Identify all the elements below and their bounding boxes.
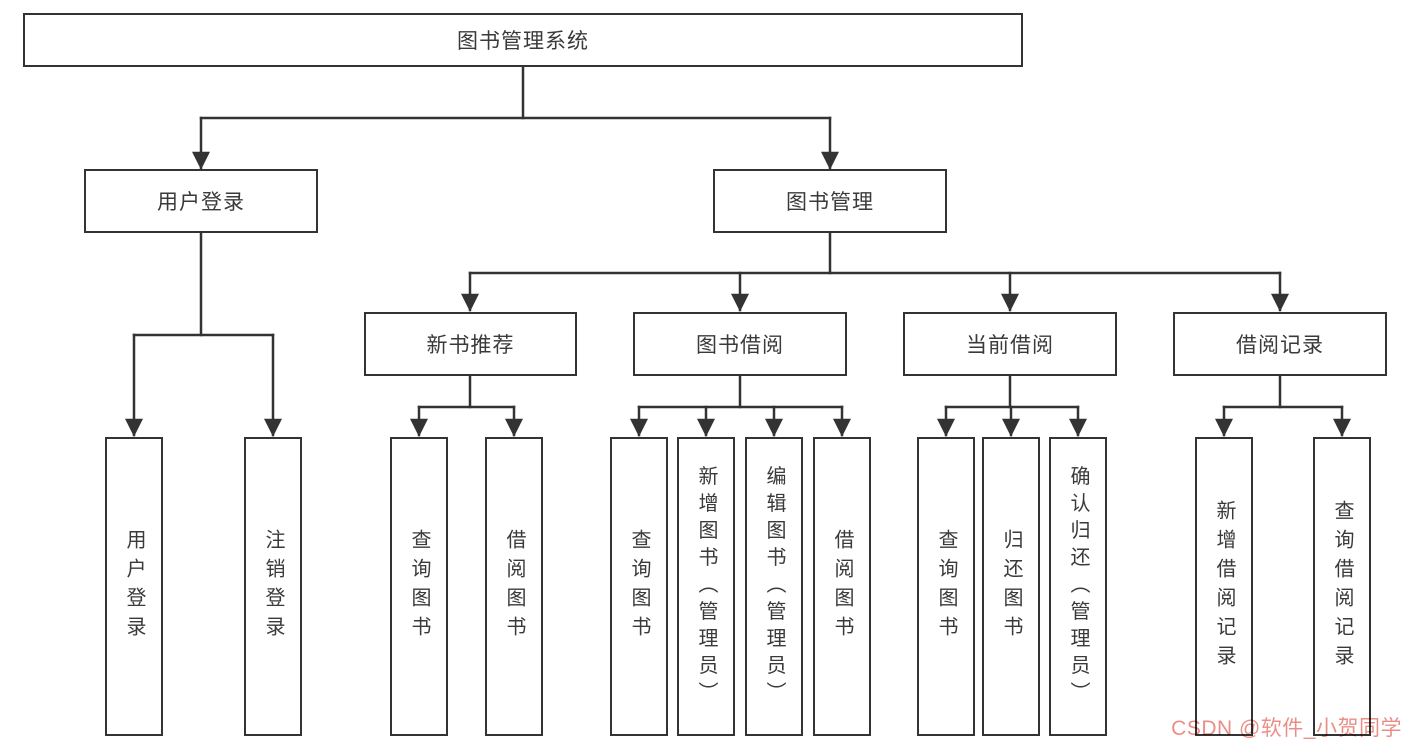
leaf-query-books-borrow-label: 查询图书 <box>628 528 650 645</box>
node-new-book-recommend: 新书推荐 <box>364 312 577 376</box>
leaf-query-books-recommend: 查询图书 <box>390 437 448 736</box>
leaf-query-books-borrow: 查询图书 <box>610 437 668 736</box>
leaf-borrow-books-recommend-label: 借阅图书 <box>503 528 525 645</box>
leaf-logout-label: 注销登录 <box>262 528 284 645</box>
leaf-confirm-return-admin: 确认归还（管理员） <box>1049 437 1107 736</box>
leaf-logout: 注销登录 <box>244 437 302 736</box>
node-root-system: 图书管理系统 <box>23 13 1023 67</box>
leaf-query-books-current: 查询图书 <box>917 437 975 736</box>
leaf-query-borrow-record: 查询借阅记录 <box>1313 437 1371 736</box>
leaf-user-login: 用户登录 <box>105 437 163 736</box>
leaf-add-books-admin: 新增图书（管理员） <box>677 437 735 736</box>
leaf-add-books-admin-label: 新增图书（管理员） <box>695 465 717 708</box>
leaf-user-login-label: 用户登录 <box>123 528 145 645</box>
leaf-add-borrow-record-label: 新增借阅记录 <box>1213 499 1235 674</box>
leaf-confirm-return-admin-label: 确认归还（管理员） <box>1067 465 1089 708</box>
leaf-edit-books-admin: 编辑图书（管理员） <box>745 437 803 736</box>
node-borrow-records: 借阅记录 <box>1173 312 1387 376</box>
leaf-return-books-label: 归还图书 <box>1000 528 1022 645</box>
leaf-add-borrow-record: 新增借阅记录 <box>1195 437 1253 736</box>
leaf-borrow-books-label: 借阅图书 <box>831 528 853 645</box>
leaf-query-books-recommend-label: 查询图书 <box>408 528 430 645</box>
leaf-return-books: 归还图书 <box>982 437 1040 736</box>
leaf-query-borrow-record-label: 查询借阅记录 <box>1331 499 1353 674</box>
leaf-borrow-books: 借阅图书 <box>813 437 871 736</box>
node-current-borrow: 当前借阅 <box>903 312 1117 376</box>
node-user-login-branch: 用户登录 <box>84 169 318 233</box>
leaf-borrow-books-recommend: 借阅图书 <box>485 437 543 736</box>
node-book-mgmt-branch: 图书管理 <box>713 169 947 233</box>
node-book-borrow: 图书借阅 <box>633 312 847 376</box>
leaf-query-books-current-label: 查询图书 <box>935 528 957 645</box>
leaf-edit-books-admin-label: 编辑图书（管理员） <box>763 465 785 708</box>
